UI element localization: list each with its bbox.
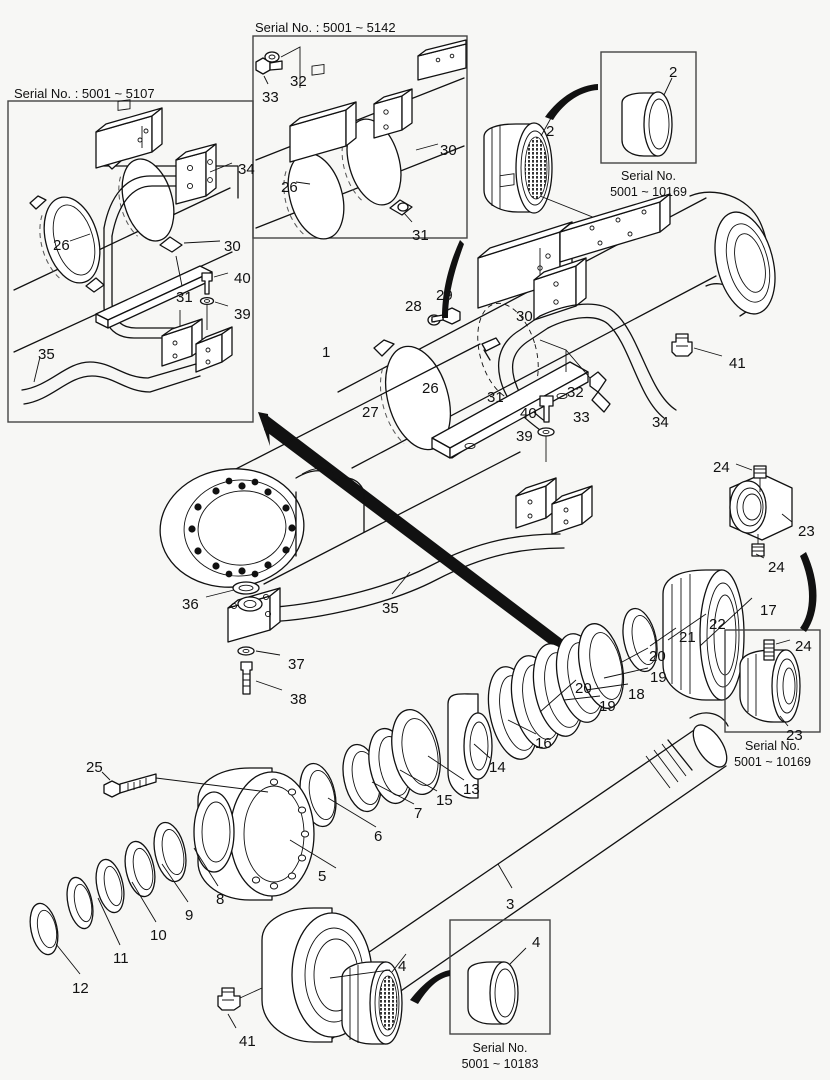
part-callout-26: 26 — [53, 237, 70, 254]
part-callout-29: 29 — [436, 287, 453, 304]
part-callout-25: 25 — [86, 759, 103, 776]
bushing-2-main — [483, 117, 641, 237]
cylinder-barrel — [159, 343, 565, 695]
part-callout-36: 36 — [182, 596, 199, 613]
detail-box-bushing4-art — [410, 919, 551, 1035]
part-callout-41: 41 — [729, 355, 746, 372]
caption-line-2: 5001 ~ 10169 — [734, 755, 811, 770]
part-callout-40: 40 — [234, 270, 251, 287]
part-callout-17: 17 — [760, 602, 777, 619]
part-callout-33: 33 — [573, 409, 590, 426]
part-callout-22: 22 — [709, 616, 726, 633]
part-callout-7: 7 — [414, 805, 423, 822]
part-callout-41: 41 — [239, 1033, 256, 1050]
part-callout-40: 40 — [520, 405, 537, 422]
part-callout-16: 16 — [535, 735, 552, 752]
detail-box-nut23-art — [724, 552, 821, 733]
part-callout-9: 9 — [185, 907, 194, 924]
part-callout-20: 20 — [575, 680, 592, 697]
caption-line-1: Serial No. — [621, 169, 676, 183]
piston-rod — [217, 712, 729, 1045]
caption-line-2: 5001 ~ 10183 — [461, 1057, 539, 1072]
part-callout-19: 19 — [650, 669, 667, 686]
detail-box-5142-art — [252, 35, 468, 240]
caption-line-2: 5001 ~ 10169 — [610, 185, 687, 200]
part-callout-35: 35 — [382, 600, 399, 617]
part-callout-26: 26 — [422, 380, 439, 397]
detail-box-bushing4-caption: Serial No. 5001 ~ 10183 — [450, 1040, 550, 1073]
caption-line-1: Serial No. — [745, 739, 800, 753]
part-callout-31: 31 — [176, 289, 193, 306]
part-callout-24: 24 — [713, 459, 730, 476]
part-callout-5: 5 — [318, 868, 327, 885]
part-callout-31: 31 — [412, 227, 429, 244]
part-callout-27: 27 — [362, 404, 379, 421]
part-callout-3: 3 — [506, 896, 515, 913]
part-callout-13: 13 — [463, 781, 480, 798]
part-callout-32: 32 — [567, 384, 584, 401]
part-callout-24: 24 — [795, 638, 812, 655]
detail-box-nut23-caption: Serial No. 5001 ~ 10169 — [725, 738, 820, 771]
piston-head-assembly — [29, 767, 337, 975]
part-callout-31: 31 — [487, 389, 504, 406]
detail-box-5142-header: Serial No. : 5001 ~ 5142 — [255, 20, 396, 35]
part-callout-6: 6 — [374, 828, 383, 845]
detail-box-5107-header: Serial No. : 5001 ~ 5107 — [14, 86, 155, 101]
detail-box-bushing2-caption: Serial No. 5001 ~ 10169 — [601, 168, 696, 201]
part-callout-4: 4 — [532, 934, 541, 951]
detail-box-5107-art — [7, 99, 254, 423]
part-callout-30: 30 — [516, 308, 533, 325]
part-callout-23: 23 — [786, 727, 803, 744]
part-callout-30: 30 — [224, 238, 241, 255]
part-callout-20: 20 — [649, 648, 666, 665]
part-callout-30: 30 — [440, 142, 457, 159]
part-callout-39: 39 — [234, 306, 251, 323]
part-callout-34: 34 — [652, 414, 669, 431]
caption-line-1: Serial No. — [472, 1041, 528, 1055]
part-callout-23: 23 — [798, 523, 815, 540]
seal-stack — [299, 463, 793, 828]
part-callout-28: 28 — [405, 298, 422, 315]
part-callout-32: 32 — [290, 73, 307, 90]
detail-box-bushing2-art — [545, 51, 697, 164]
part-callout-24: 24 — [768, 559, 785, 576]
part-callout-19: 19 — [599, 698, 616, 715]
part-callout-2: 2 — [669, 64, 678, 81]
part-callout-11: 11 — [113, 950, 129, 967]
part-callout-4: 4 — [398, 958, 407, 975]
part-callout-33: 33 — [262, 89, 279, 106]
part-callout-34: 34 — [238, 161, 255, 178]
part-callout-37: 37 — [288, 656, 305, 673]
part-callout-14: 14 — [489, 759, 506, 776]
main-upper-assembly — [258, 173, 776, 688]
part-callout-26: 26 — [281, 179, 298, 196]
part-callout-18: 18 — [628, 686, 645, 703]
part-callout-38: 38 — [290, 691, 307, 708]
part-callout-21: 21 — [679, 629, 696, 646]
part-callout-15: 15 — [436, 792, 453, 809]
part-callout-10: 10 — [150, 927, 167, 944]
part-callout-1: 1 — [322, 344, 331, 361]
part-callout-35: 35 — [38, 346, 55, 363]
part-callout-12: 12 — [72, 980, 89, 997]
part-callout-2: 2 — [546, 123, 555, 140]
part-callout-39: 39 — [516, 428, 533, 445]
part-callout-8: 8 — [216, 891, 225, 908]
